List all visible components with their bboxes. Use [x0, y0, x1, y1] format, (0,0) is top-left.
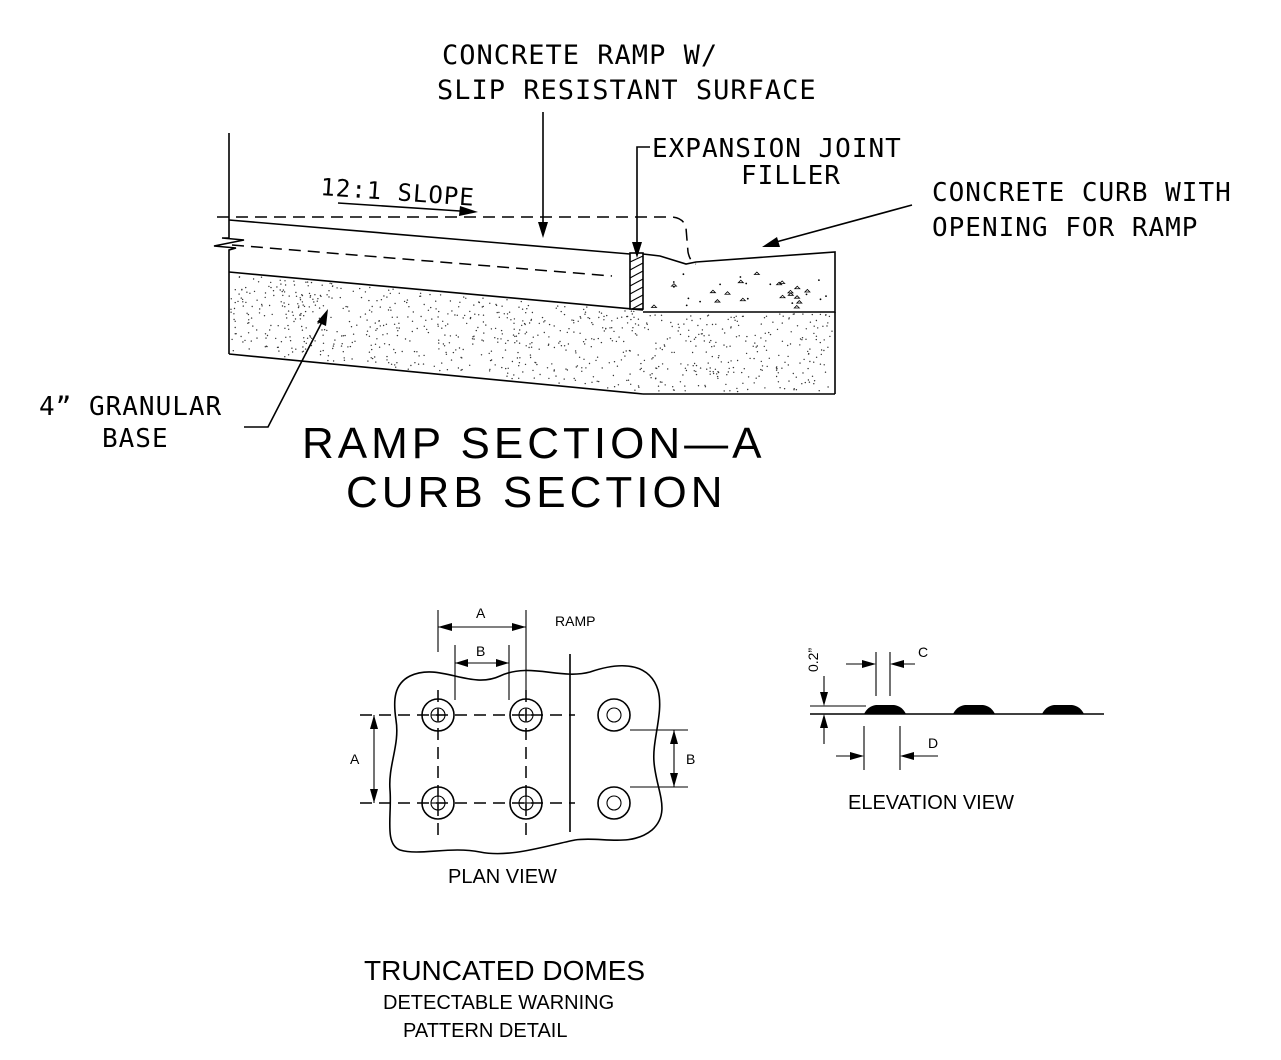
base-label-line1: 4” GRANULAR — [39, 392, 222, 422]
ramp-leader-arrowhead — [538, 222, 548, 238]
joint-leader — [636, 146, 650, 246]
dim-arrowhead — [890, 660, 904, 668]
ramp-section-drawing — [213, 112, 913, 428]
break-zigzag — [213, 237, 245, 272]
curb-leader — [775, 204, 913, 243]
dim-arrowhead — [900, 752, 914, 760]
granular-base-fill — [230, 276, 833, 393]
detail-title-line1: TRUNCATED DOMES — [364, 955, 645, 986]
curb-leader-arrowhead — [762, 237, 780, 247]
dome-profile — [864, 705, 906, 714]
ramp-section-title-line1: RAMP SECTION—A — [302, 419, 765, 468]
ramp-label-line1: CONCRETE RAMP W/ — [442, 40, 718, 71]
dim-arrowhead — [370, 715, 378, 729]
dome-profile — [1042, 705, 1084, 714]
dim-arrowhead — [496, 659, 509, 667]
curb-label-line2: OPENING FOR RAMP — [932, 213, 1198, 243]
elev-dim-height: 0.2” — [805, 648, 821, 672]
slope-label: 12:1 SLOPE — [320, 173, 476, 212]
dim-arrowhead — [670, 730, 678, 744]
dome — [421, 786, 455, 820]
dim-arrowhead — [670, 773, 678, 787]
base-bottom-line — [228, 353, 644, 395]
elevation-view-caption: ELEVATION VIEW — [848, 792, 1014, 814]
slope-arrowhead — [459, 206, 478, 216]
ramp-section-title-line2: CURB SECTION — [346, 468, 726, 517]
curb-aggregate-fill — [650, 271, 827, 309]
plan-dim-a-left: A — [350, 751, 360, 767]
plan-ramp-label: RAMP — [555, 613, 595, 629]
elevation-view-drawing — [810, 652, 1104, 770]
ramp-label-line2: SLIP RESISTANT SURFACE — [437, 75, 817, 106]
dim-arrowhead — [850, 752, 864, 760]
base-top-line — [228, 271, 644, 311]
ramp-bottom-dashed — [231, 244, 613, 277]
joint-leader-arrowhead — [632, 242, 642, 258]
elev-dim-d: D — [928, 735, 938, 751]
dim-arrowhead — [370, 789, 378, 803]
detail-title-line3: PATTERN DETAIL — [403, 1020, 567, 1042]
plan-dim-b-right: B — [686, 751, 695, 767]
curb-label-line1: CONCRETE CURB WITH — [932, 178, 1232, 208]
dim-arrowhead — [820, 714, 828, 728]
dome — [509, 786, 543, 820]
joint-hatch — [629, 255, 644, 310]
plan-view-drawing — [360, 610, 688, 855]
joint-label-line2: FILLER — [741, 161, 841, 191]
dim-arrowhead — [512, 623, 526, 631]
dome-profile — [953, 705, 995, 714]
base-leader — [244, 321, 323, 428]
plan-view-caption: PLAN VIEW — [448, 866, 557, 888]
slope-arrow-line — [337, 202, 461, 212]
dim-arrowhead — [862, 660, 876, 668]
base-label-line2: BASE — [102, 424, 169, 454]
dim-arrowhead — [438, 623, 452, 631]
dome — [597, 786, 631, 820]
plan-dim-b-top: B — [476, 643, 485, 659]
base-leader-arrowhead — [317, 309, 328, 326]
plan-outline — [388, 665, 663, 855]
detail-title-line2: DETECTABLE WARNING — [383, 992, 614, 1014]
concrete-curb-outline — [642, 251, 836, 313]
dome — [421, 698, 455, 732]
dome — [597, 698, 631, 732]
elev-dim-c: C — [918, 644, 928, 660]
original-curb-dashed-line — [217, 216, 697, 265]
plan-dim-a-top: A — [476, 605, 486, 621]
dim-arrowhead — [820, 692, 828, 706]
dome — [509, 698, 543, 732]
joint-label-line1: EXPANSION JOINT — [652, 134, 902, 164]
ramp-top-surface — [228, 219, 631, 255]
dim-arrowhead — [455, 659, 468, 667]
